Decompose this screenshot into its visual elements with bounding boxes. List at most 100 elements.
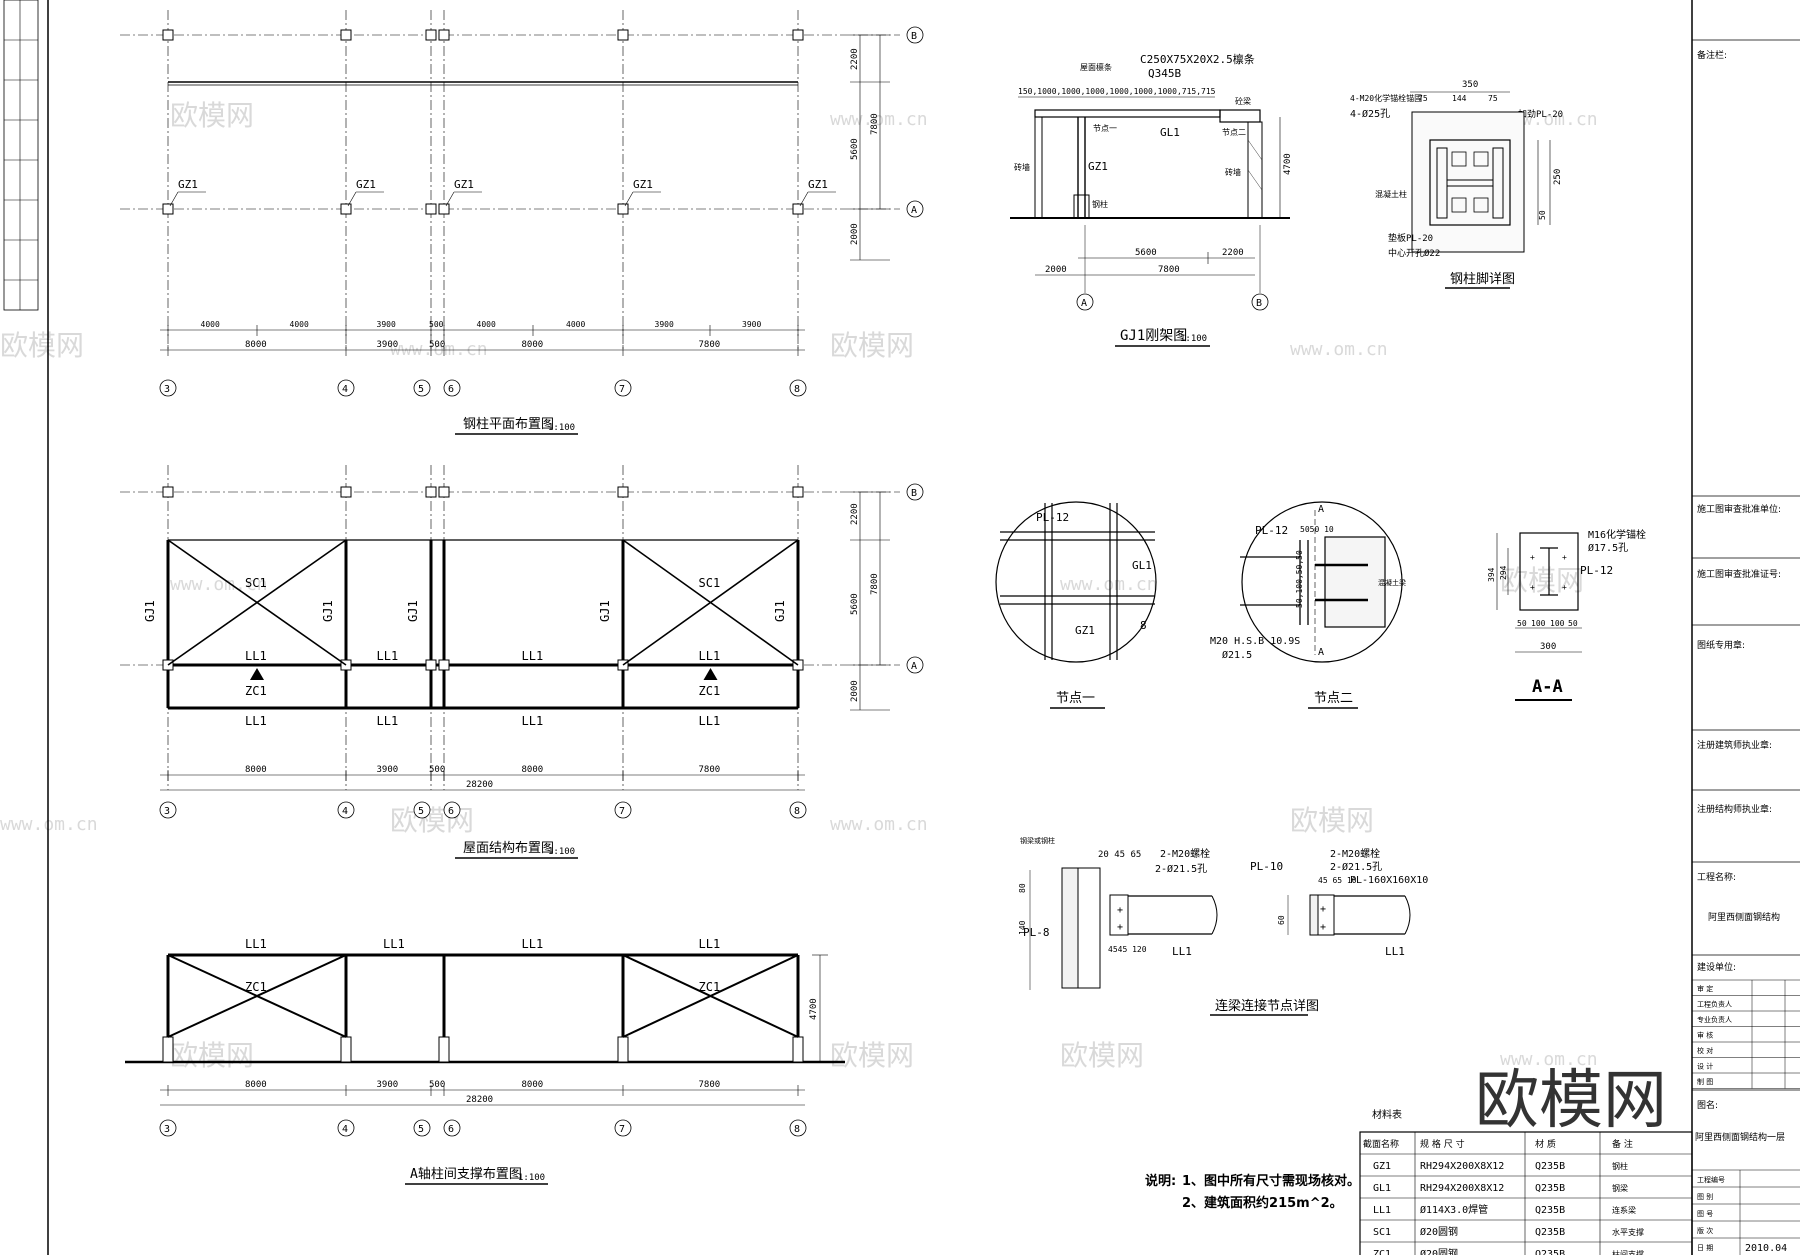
aa-vdim-394: 394 xyxy=(1487,567,1496,582)
tb-meta-1: 图 别 xyxy=(1697,1192,1713,1201)
gj1-dim-2200: 2200 xyxy=(1222,248,1244,258)
tb-client: 建设单位: xyxy=(1697,961,1736,973)
p1-col-a-5 xyxy=(792,203,804,215)
mat-cell-1-3: 钢梁 xyxy=(1612,1183,1628,1193)
p1-dim-top-6: 3900 xyxy=(655,320,674,329)
p2-dim-bottom-0: 8000 xyxy=(245,765,267,775)
gj1-height: 4700 xyxy=(1283,153,1293,175)
gj1-tag-gz1: GZ1 xyxy=(1088,160,1108,173)
gj1-purlin-label: 屋面檩条 xyxy=(1080,62,1112,72)
p2-axis-a: A xyxy=(911,661,917,672)
el-col-bubble-0: 3 xyxy=(164,1124,170,1135)
watermark-3: www.om.cn xyxy=(170,574,268,595)
p2-gj1-tag-4: GJ1 xyxy=(773,600,787,622)
p2-rdim-2200: 2200 xyxy=(850,503,860,525)
joint-vdim-140: 140 xyxy=(1018,920,1027,935)
aa-vdim-294: 294 xyxy=(1499,565,1508,580)
mat-header-1: 规 格 尺 寸 xyxy=(1420,1138,1465,1150)
p1-col-b-3 xyxy=(438,29,450,41)
el-zc1-tag-1: ZC1 xyxy=(699,980,721,994)
tie-beam-joint-detail: 钢梁或钢柱 + + 20 45 65 2-M20螺栓 2-Ø21.5孔 PL-8… xyxy=(1018,836,1428,1016)
p1-dim-top-5: 4000 xyxy=(566,320,585,329)
mat-cell-3-3: 水平支撑 xyxy=(1612,1227,1644,1237)
p1-dim-top-3: 500 xyxy=(429,320,444,329)
p1-gz1-tag-4: GZ1 xyxy=(808,178,828,191)
p1-col-a-1 xyxy=(340,203,352,215)
joint-hole-right: 2-Ø21.5孔 xyxy=(1330,861,1382,873)
p1-axis-b: B xyxy=(911,31,917,42)
tb-review-org: 施工图审查批准单位: xyxy=(1697,503,1781,515)
joint-bolt-a: + xyxy=(1117,905,1123,916)
mat-cell-1-2: Q235B xyxy=(1535,1183,1565,1194)
p1-gz1-leader-3 xyxy=(624,191,634,207)
tb-role-4: 校 对 xyxy=(1697,1046,1713,1055)
p1-dim-top-4: 4000 xyxy=(477,320,496,329)
aa-bolt: M16化学锚栓 xyxy=(1588,528,1646,541)
p1-col-bubble-5-circle xyxy=(789,379,807,397)
gj1-frame-drawing: C250X75X20X2.5檩条 Q345B 屋面檩条 150,1000,100… xyxy=(1010,52,1293,347)
el-col-bubble-4-circle xyxy=(614,1119,632,1137)
p2-col-bubble-0-circle xyxy=(159,801,177,819)
p2-zc1-marker-1 xyxy=(703,668,718,680)
p1-col-b-0 xyxy=(162,29,174,41)
p1-col-bubble-0: 3 xyxy=(164,384,170,395)
aa-plate: PL-12 xyxy=(1580,564,1613,577)
p2-gj1-tag-0: GJ1 xyxy=(143,600,157,622)
p2-col-bubble-4-circle xyxy=(614,801,632,819)
p1-col-bubble-4-circle xyxy=(614,379,632,397)
p1-dim-top-7: 3900 xyxy=(742,320,761,329)
gj1-tag-brick: 砖墙 xyxy=(1014,162,1030,172)
p2-ll1-a-tag-3: LL1 xyxy=(699,649,721,663)
p1-col-bubble-5: 8 xyxy=(794,384,800,395)
p2-gj1-tag-3: GJ1 xyxy=(598,600,612,622)
watermark-1: www.om.cn xyxy=(390,339,488,360)
gj1-dim-2000: 2000 xyxy=(1045,265,1067,275)
joint-beam-right: LL1 xyxy=(1385,945,1405,958)
tb-drawing: 阿里西侧面钢结构一层 xyxy=(1695,1131,1785,1143)
el-col-bubble-5-circle xyxy=(789,1119,807,1137)
el-zc1-tag-0: ZC1 xyxy=(245,980,267,994)
gj1-axis-b: B xyxy=(1256,298,1262,309)
joint-small-dims2: 45 65 10 xyxy=(1318,876,1357,885)
p2-col-bubble-2-circle xyxy=(413,801,431,819)
el-col-bubble-3-circle xyxy=(443,1119,461,1137)
p2-col-bubble-0: 3 xyxy=(164,806,170,817)
tb-seal: 图纸专用章: xyxy=(1697,639,1745,651)
p2-col-b-0 xyxy=(162,486,174,498)
notes-label: 说明: xyxy=(1145,1173,1176,1189)
p2-col-b-5 xyxy=(792,486,804,498)
gj1-axis-a: A xyxy=(1081,298,1087,309)
p2-ll1-a-tag-0: LL1 xyxy=(245,649,267,663)
p1-col-bubble-2-circle xyxy=(413,379,431,397)
joint-bolt-b: + xyxy=(1117,922,1123,933)
p1-gz1-tag-2: GZ1 xyxy=(454,178,474,191)
p1-axis-a-circle xyxy=(906,200,924,218)
p1-dim-top-1: 4000 xyxy=(290,320,309,329)
base-title: 钢柱脚详图 xyxy=(1450,271,1515,287)
gj1-tag-node1: 节点一 xyxy=(1093,124,1117,133)
notes-line-2: 2、建筑面积约215m^2。 xyxy=(1182,1195,1343,1211)
watermark-4: 欧模网 xyxy=(170,1039,254,1072)
p2-dim-bottom-1: 3900 xyxy=(377,765,399,775)
mat-cell-0-1: RH294X200X8X12 xyxy=(1420,1161,1504,1172)
el-col-bubble-2-circle xyxy=(413,1119,431,1137)
watermark-17: www.om.cn xyxy=(0,814,98,835)
p2-ll1-s-tag-0: LL1 xyxy=(245,714,267,728)
el-col-base-4 xyxy=(792,1036,804,1063)
p1-col-bubble-3: 6 xyxy=(448,384,454,395)
column-base-detail: 350 75 144 75 4-M20化学锚栓锚固 4-Ø25孔 加劲PL-20… xyxy=(1350,80,1563,289)
tb-role-0: 审 定 xyxy=(1697,984,1713,993)
p2-col-b-1 xyxy=(340,486,352,498)
joint-title: 连梁连接节点详图 xyxy=(1215,998,1319,1014)
gj1-dim-7800: 7800 xyxy=(1158,265,1180,275)
base-center-hole: 中心开孔Ø22 xyxy=(1388,247,1440,259)
watermark-16: 欧模网 xyxy=(0,329,84,362)
tb-meta-0: 工程编号 xyxy=(1697,1175,1725,1184)
mat-cell-4-3: 柱间支撑 xyxy=(1612,1249,1644,1255)
p2-gj1-tag-1: GJ1 xyxy=(321,600,335,622)
aa-hdim-2: 100 xyxy=(1531,619,1546,628)
p2-col-b-4 xyxy=(617,486,629,498)
